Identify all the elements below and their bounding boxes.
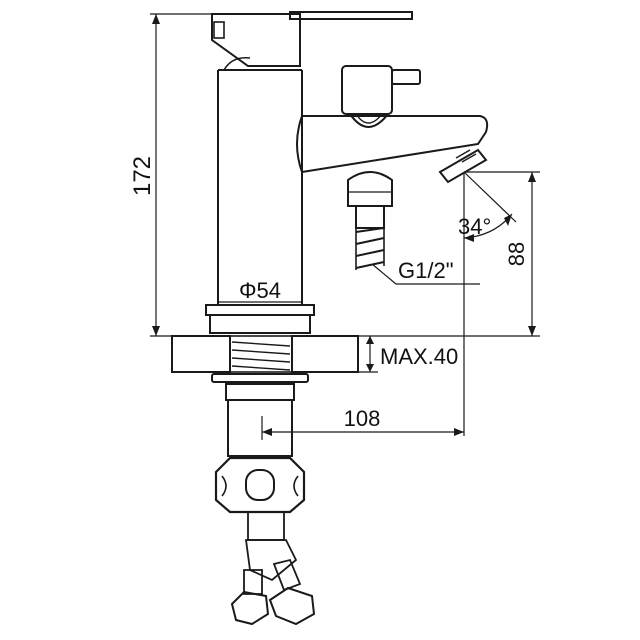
dim-max40-label: MAX.40	[380, 344, 458, 369]
dimension-108: 108	[261, 406, 464, 440]
diverter-knob	[341, 65, 421, 128]
thread-callout: G1/2"	[371, 258, 480, 285]
dim-angle-label: 34°	[458, 214, 491, 239]
mounting-nut	[211, 373, 309, 457]
handle-lever	[211, 11, 413, 71]
dim-88-label: 88	[504, 242, 529, 266]
dimension-54: Φ54	[218, 278, 302, 303]
dimension-88: 88	[358, 171, 540, 337]
shower-outlet	[347, 171, 393, 270]
base-flange	[205, 304, 315, 334]
faucet-body	[217, 69, 303, 305]
dim-172-label: 172	[129, 156, 156, 196]
spout	[296, 115, 489, 184]
dimension-angle: 34°	[458, 171, 517, 436]
hose-connector	[214, 456, 306, 514]
mounting-deck	[171, 335, 359, 373]
dimension-max40: MAX.40	[358, 336, 458, 373]
dim-108-label: 108	[344, 406, 381, 431]
thread-label: G1/2"	[398, 258, 454, 283]
braided-hoses	[230, 511, 316, 626]
dimension-172: 172	[129, 13, 212, 337]
dim-54-label: Φ54	[239, 278, 281, 303]
